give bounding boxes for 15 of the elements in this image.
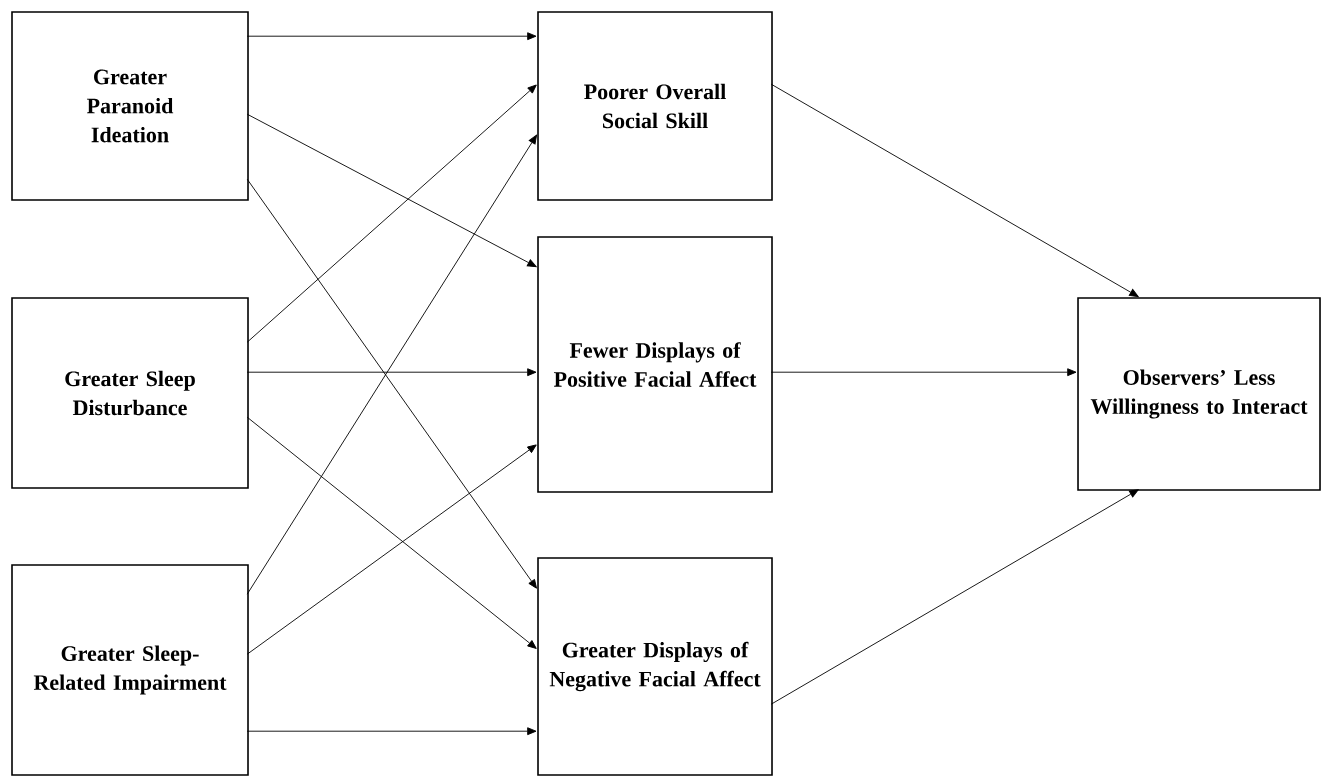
box: Poorer Overall Social Skill: [537, 11, 773, 201]
box: Greater Paranoid Ideation: [11, 11, 249, 201]
arrow: [246, 727, 537, 736]
arrow: [770, 368, 1077, 377]
box: Fewer Displays of Positive Facial Affect: [537, 236, 773, 493]
box: Greater Sleep Disturbance: [11, 297, 249, 489]
box: Observers’ Less Willingness to Interact: [1077, 297, 1321, 491]
arrow: [770, 83, 1139, 298]
arrow: [246, 368, 537, 377]
arrow: [770, 489, 1139, 705]
box: Greater Displays of Negative Facial Affect: [537, 557, 773, 776]
arrow: [246, 32, 537, 41]
box: Greater Sleep-Related Impairment: [11, 564, 249, 776]
arrow: [246, 113, 537, 268]
arrow: [246, 84, 537, 343]
